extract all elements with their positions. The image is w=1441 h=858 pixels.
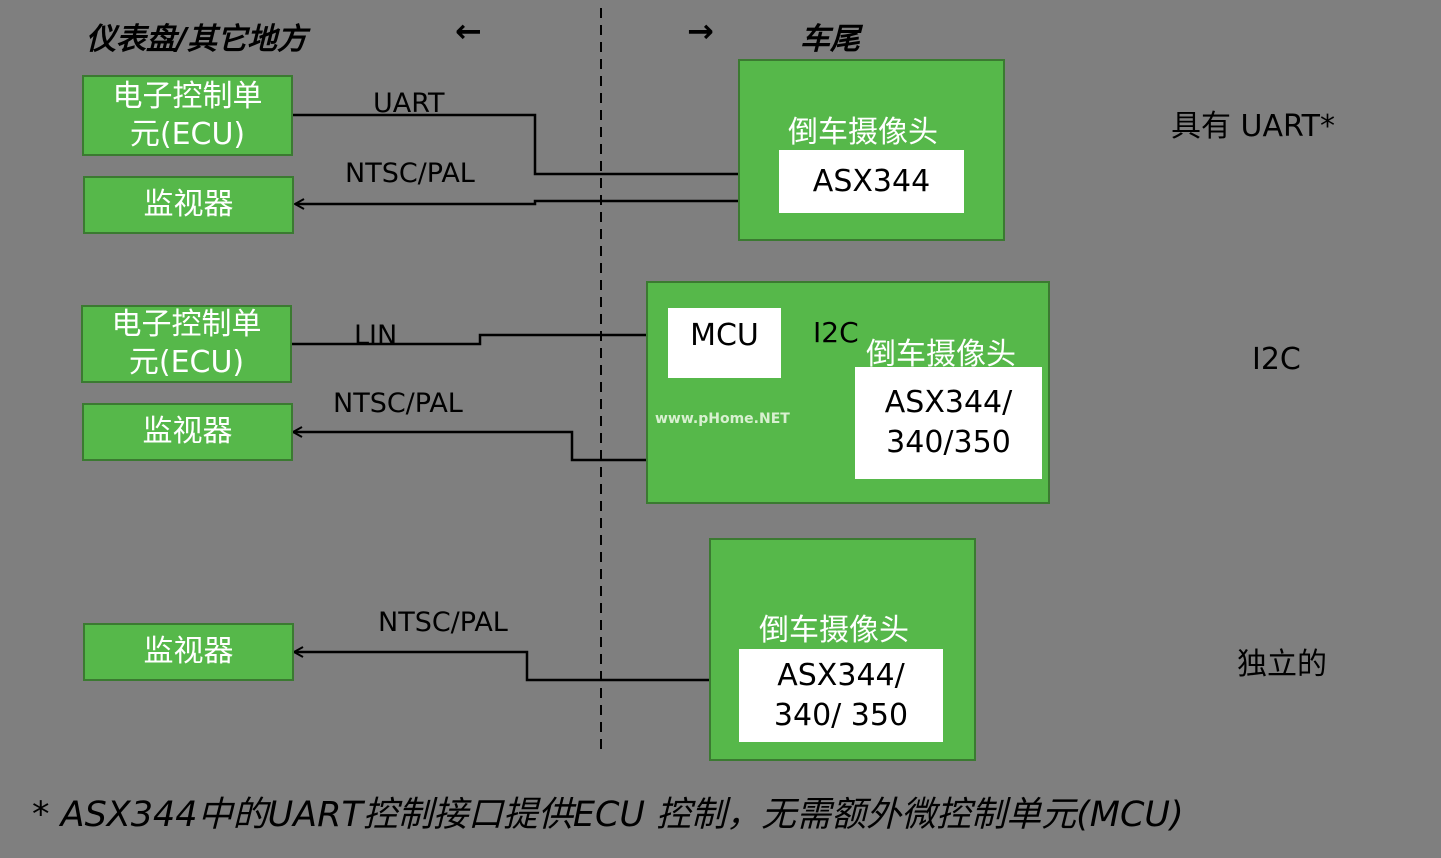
monitor-label-1: 监视器 [143,187,234,222]
sensor-chip-2: ASX344/ 340/350 [855,367,1042,479]
camera-title-3: 倒车摄像头 [759,613,909,648]
side-label-i2c: I2C [1252,342,1301,377]
side-label-uart: 具有 UART* [1171,109,1336,144]
mcu-chip: MCU [668,308,781,378]
ecu-label-2: 电子控制单 元(ECU) [111,307,262,380]
ecu-block-2: 电子控制单 元(ECU) [81,305,292,383]
video-signal-label-1: NTSC/PAL [345,158,475,189]
video-signal-label-3: NTSC/PAL [378,607,508,638]
uart-line [292,113,776,174]
video-signal-label-2: NTSC/PAL [333,388,463,419]
left-arrow-icon: ← [455,12,482,50]
uart-signal-label: UART [373,88,445,119]
ecu-block-1: 电子控制单 元(ECU) [82,75,293,156]
monitor-block-3: 监视器 [83,623,294,681]
camera-title-2: 倒车摄像头 [866,337,1016,372]
header-left-label: 仪表盘/其它地方 [86,22,307,57]
monitor-block-2: 监视器 [82,403,293,461]
camera-title-1: 倒车摄像头 [788,115,938,150]
monitor-block-1: 监视器 [83,176,294,234]
sensor-chip-1: ASX344 [779,150,964,213]
header-right-label: 车尾 [800,22,860,57]
watermark: www.pHome.NET [655,411,790,427]
footnote: * ASX344中的UART控制接口提供ECU 控制，无需额外微控制单元(MCU… [32,795,1184,835]
monitor-label-2: 监视器 [142,414,233,449]
video-line-1 [295,201,778,204]
right-arrow-icon: → [687,12,714,50]
sensor-label-3: ASX344/ 340/ 350 [773,657,909,733]
lin-line [290,335,666,346]
i2c-signal-label: I2C [813,316,859,349]
sensor-chip-3: ASX344/ 340/ 350 [739,649,943,742]
ecu-label-1: 电子控制单 元(ECU) [112,78,263,152]
lin-signal-label: LIN [354,320,398,351]
monitor-label-3: 监视器 [143,634,234,669]
sensor-label-2: ASX344/ 340/350 [884,385,1013,460]
video-line-3 [294,652,760,682]
mcu-label: MCU [690,318,759,353]
side-label-standalone: 独立的 [1237,647,1327,682]
sensor-label-1: ASX344 [812,163,931,199]
